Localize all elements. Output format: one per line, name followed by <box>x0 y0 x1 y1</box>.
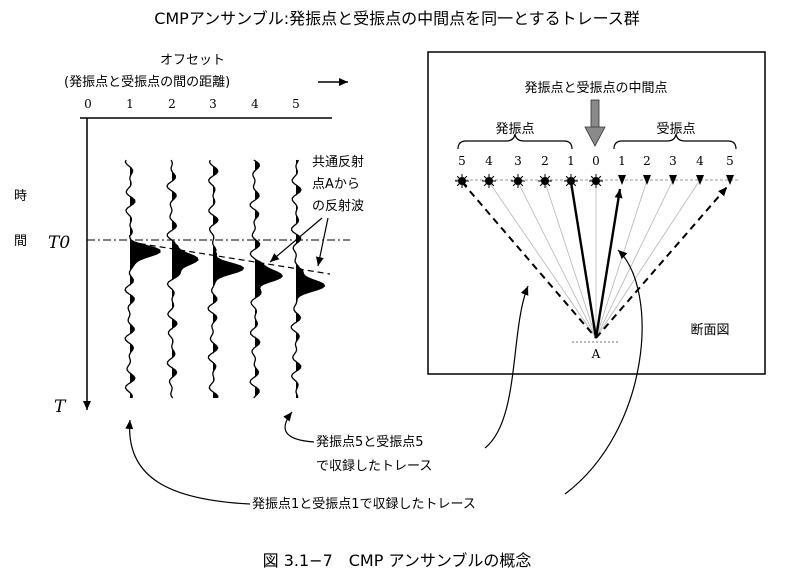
receiver-numbers: 1 2 3 4 5 <box>618 154 734 168</box>
offset-tick-2: 2 <box>168 97 176 111</box>
offset-ticks: 0 1 2 3 4 5 <box>84 97 300 111</box>
receiver-group-label: 受振点 <box>656 122 695 137</box>
trace-wiggle <box>166 159 199 399</box>
geophone-icon <box>643 175 651 185</box>
reflection-pointer-1 <box>269 217 323 263</box>
reflector-label: A <box>591 347 601 361</box>
source-number: 1 <box>567 154 575 168</box>
trace5-note-line-1: 発振点5と受振点5 <box>316 435 424 450</box>
reflection-note-line-2: 点Aから <box>312 177 360 192</box>
shot-burst-ray <box>517 175 524 182</box>
shot-burst-ray <box>461 175 468 182</box>
source-number: 2 <box>541 154 549 168</box>
trace1-pointer-to-ray <box>564 249 643 495</box>
trace-fill <box>255 160 283 398</box>
annotations: 発振点5と受振点5 で収録したトレース 発振点1と受振点1で収録したトレース <box>125 249 643 512</box>
offset-tick-4: 4 <box>251 97 259 111</box>
reflection-note-line-1: 共通反射 <box>312 154 364 170</box>
shot-burst-ray <box>544 175 551 182</box>
offset-label: オフセット <box>160 53 225 68</box>
shot-burst-ray <box>595 180 602 187</box>
trace1-note: 発振点1と受振点1で収録したトレース <box>252 497 476 512</box>
midpoint-number: 0 <box>592 154 600 168</box>
shot-burst-ray <box>544 180 551 187</box>
receiver-number: 5 <box>726 154 734 168</box>
offset-tick-3: 3 <box>209 97 217 111</box>
trace-fill <box>172 160 198 398</box>
source-markers <box>455 174 603 188</box>
section-label: 断面図 <box>690 323 729 338</box>
trace-fill <box>296 160 325 398</box>
trace1-pointer-to-trace <box>125 419 251 505</box>
receiver-number: 4 <box>696 154 704 168</box>
trace-fill <box>130 160 160 398</box>
shot-burst-ray <box>512 180 519 187</box>
shot-burst-ray <box>565 175 572 182</box>
offset-tick-5: 5 <box>292 97 300 111</box>
shot-burst-ray <box>456 180 463 187</box>
shot-burst-ray <box>590 175 597 182</box>
shot-burst-ray <box>595 175 602 182</box>
ray-paths <box>488 179 701 339</box>
shot-burst-ray <box>590 180 597 187</box>
seismic-gather-panel: オフセット (発振点と受振点の間の距離) 0 1 2 3 4 5 時 間 T 0 … <box>14 53 364 417</box>
geophone-icon <box>726 175 734 185</box>
ray-source-1 <box>569 181 598 339</box>
receiver-brace <box>613 133 737 150</box>
receiver-number: 2 <box>643 154 651 168</box>
geophone-icon <box>696 175 704 185</box>
t-label: T <box>54 397 67 417</box>
source-numbers: 5 4 3 2 1 <box>458 154 575 168</box>
t0-label: T0 <box>48 233 70 253</box>
trace5-pointer-to-ray <box>484 285 529 449</box>
seismic-traces <box>124 159 326 399</box>
ray-source-5 <box>461 181 597 339</box>
cross-section-frame <box>427 51 766 375</box>
source-number: 3 <box>514 154 522 168</box>
shot-burst-ray <box>483 180 490 187</box>
trace5-pointer-to-trace <box>283 411 315 443</box>
shot-burst-ray <box>512 175 519 182</box>
shot-burst-ray <box>483 175 490 182</box>
midpoint-label: 発振点と受振点の中間点 <box>524 81 667 96</box>
offset-sublabel: (発振点と受振点の間の距離) <box>64 75 230 90</box>
reflection-pointer-2 <box>315 217 329 267</box>
receiver-number: 1 <box>618 154 626 168</box>
shot-burst-ray <box>539 180 546 187</box>
ray-receiver-5 <box>595 186 728 339</box>
shot-burst-ray <box>488 175 495 182</box>
ray-receiver-1 <box>594 188 623 339</box>
shot-burst-ray <box>517 180 524 187</box>
receiver-markers <box>618 175 734 185</box>
figure-caption: 図 3.1−7 CMP アンサンブルの概念 <box>263 551 532 570</box>
receiver-number: 3 <box>669 154 677 168</box>
reflection-note-line-3: の反射波 <box>312 198 364 214</box>
time-label-top: 時 <box>14 189 27 204</box>
offset-tick-0: 0 <box>84 97 92 111</box>
shot-burst-ray <box>539 175 546 182</box>
figure-title: CMPアンサンブル:発振点と受振点の中間点を同一とするトレース群 <box>154 9 640 28</box>
midpoint-down-arrow-icon <box>584 99 606 147</box>
geophone-icon <box>618 175 626 185</box>
source-number: 4 <box>485 154 493 168</box>
shot-burst-ray <box>488 180 495 187</box>
shot-burst-ray <box>461 180 468 187</box>
geophone-icon <box>669 175 677 185</box>
reflection-note: 共通反射 点Aから の反射波 <box>312 154 364 214</box>
cross-section-panel: 発振点と受振点の中間点 発振点 受振点 5 4 3 2 1 0 1 2 3 4 … <box>427 51 766 375</box>
shot-burst-ray <box>456 175 463 182</box>
shot-burst-ray <box>565 180 572 187</box>
shot-burst-ray <box>570 180 577 187</box>
source-group-label: 発振点 <box>495 122 534 137</box>
moveout-curve <box>129 241 331 275</box>
time-label-bottom: 間 <box>14 234 27 249</box>
source-number: 5 <box>458 154 466 168</box>
shot-burst-ray <box>570 175 577 182</box>
trace-fill <box>213 160 244 398</box>
trace5-note-line-2: で収録したトレース <box>316 459 432 474</box>
offset-tick-1: 1 <box>126 97 134 111</box>
source-brace <box>457 133 573 150</box>
